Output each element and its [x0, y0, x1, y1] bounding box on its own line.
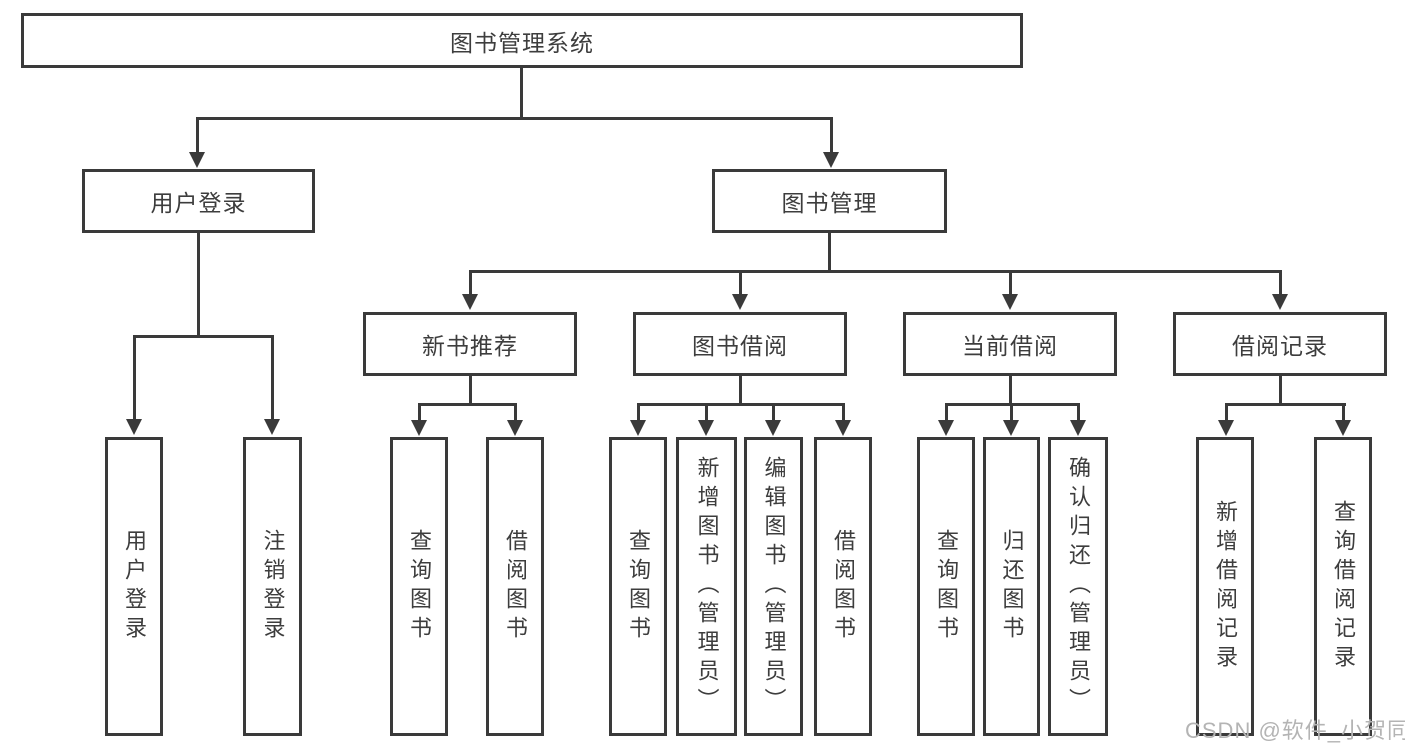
- leaf-user-login: 用户登录: [105, 437, 163, 736]
- leaf-query-books-borrow: 查询图书: [609, 437, 667, 736]
- connector-hline: [133, 335, 274, 338]
- node-book-borrow: 图书借阅: [633, 312, 847, 376]
- leaf-query-borrow-record: 查询借阅记录: [1314, 437, 1372, 736]
- arrow-down-icon: [189, 152, 205, 168]
- arrow-down-icon: [411, 420, 427, 436]
- connector-hline: [196, 117, 833, 120]
- connector-hline: [418, 403, 517, 406]
- arrow-down-icon: [765, 420, 781, 436]
- connector-vline: [1279, 270, 1282, 296]
- arrow-down-icon: [1272, 294, 1288, 310]
- arrow-down-icon: [823, 152, 839, 168]
- node-borrow-record: 借阅记录: [1173, 312, 1387, 376]
- connector-vline: [1077, 403, 1080, 422]
- connector-hline: [1225, 403, 1346, 406]
- node-book-management: 图书管理: [712, 169, 947, 233]
- arrow-down-icon: [1335, 420, 1351, 436]
- csdn-watermark: CSDN @软件_小贺同学: [1185, 718, 1405, 743]
- connector-vline: [772, 403, 775, 422]
- connector-vline: [945, 403, 948, 422]
- arrow-down-icon: [630, 420, 646, 436]
- connector-vline: [418, 403, 421, 422]
- arrow-down-icon: [1070, 420, 1086, 436]
- connector-vline: [739, 376, 742, 406]
- connector-vline: [133, 335, 136, 421]
- arrow-down-icon: [698, 420, 714, 436]
- connector-vline: [1010, 403, 1013, 422]
- leaf-query-books-current: 查询图书: [917, 437, 975, 736]
- connector-vline: [469, 270, 472, 296]
- connector-vline: [514, 403, 517, 422]
- connector-vline: [1279, 376, 1282, 406]
- arrow-down-icon: [938, 420, 954, 436]
- connector-vline: [705, 403, 708, 422]
- connector-vline: [828, 233, 831, 273]
- connector-vline: [1009, 376, 1012, 406]
- node-new-book-recommend: 新书推荐: [363, 312, 577, 376]
- connector-vline: [469, 376, 472, 406]
- connector-vline: [830, 117, 833, 154]
- arrow-down-icon: [126, 419, 142, 435]
- arrow-down-icon: [1003, 420, 1019, 436]
- leaf-confirm-return-admin: 确认归还（管理员）: [1048, 437, 1108, 736]
- arrow-down-icon: [264, 419, 280, 435]
- arrow-down-icon: [835, 420, 851, 436]
- arrow-down-icon: [507, 420, 523, 436]
- leaf-borrow-books-recommend: 借阅图书: [486, 437, 544, 736]
- node-user-login: 用户登录: [82, 169, 315, 233]
- connector-hline: [637, 403, 845, 406]
- arrow-down-icon: [462, 294, 478, 310]
- connector-vline: [1009, 270, 1012, 296]
- node-root-system: 图书管理系统: [21, 13, 1023, 68]
- connector-hline: [469, 270, 1282, 273]
- leaf-add-books-admin: 新增图书（管理员）: [676, 437, 737, 736]
- leaf-query-books-recommend: 查询图书: [390, 437, 448, 736]
- connector-vline: [197, 233, 200, 337]
- connector-vline: [637, 403, 640, 422]
- node-current-borrow: 当前借阅: [903, 312, 1117, 376]
- connector-vline: [1225, 403, 1228, 422]
- leaf-borrow-books: 借阅图书: [814, 437, 872, 736]
- connector-vline: [739, 270, 742, 296]
- leaf-add-borrow-record: 新增借阅记录: [1196, 437, 1254, 736]
- connector-vline: [271, 335, 274, 421]
- arrow-down-icon: [1218, 420, 1234, 436]
- leaf-edit-books-admin: 编辑图书（管理员）: [744, 437, 803, 736]
- connector-vline: [1342, 403, 1345, 422]
- connector-vline: [842, 403, 845, 422]
- arrow-down-icon: [732, 294, 748, 310]
- connector-vline: [520, 68, 523, 119]
- connector-vline: [196, 117, 199, 154]
- leaf-return-books: 归还图书: [983, 437, 1040, 736]
- leaf-logout: 注销登录: [243, 437, 302, 736]
- arrow-down-icon: [1002, 294, 1018, 310]
